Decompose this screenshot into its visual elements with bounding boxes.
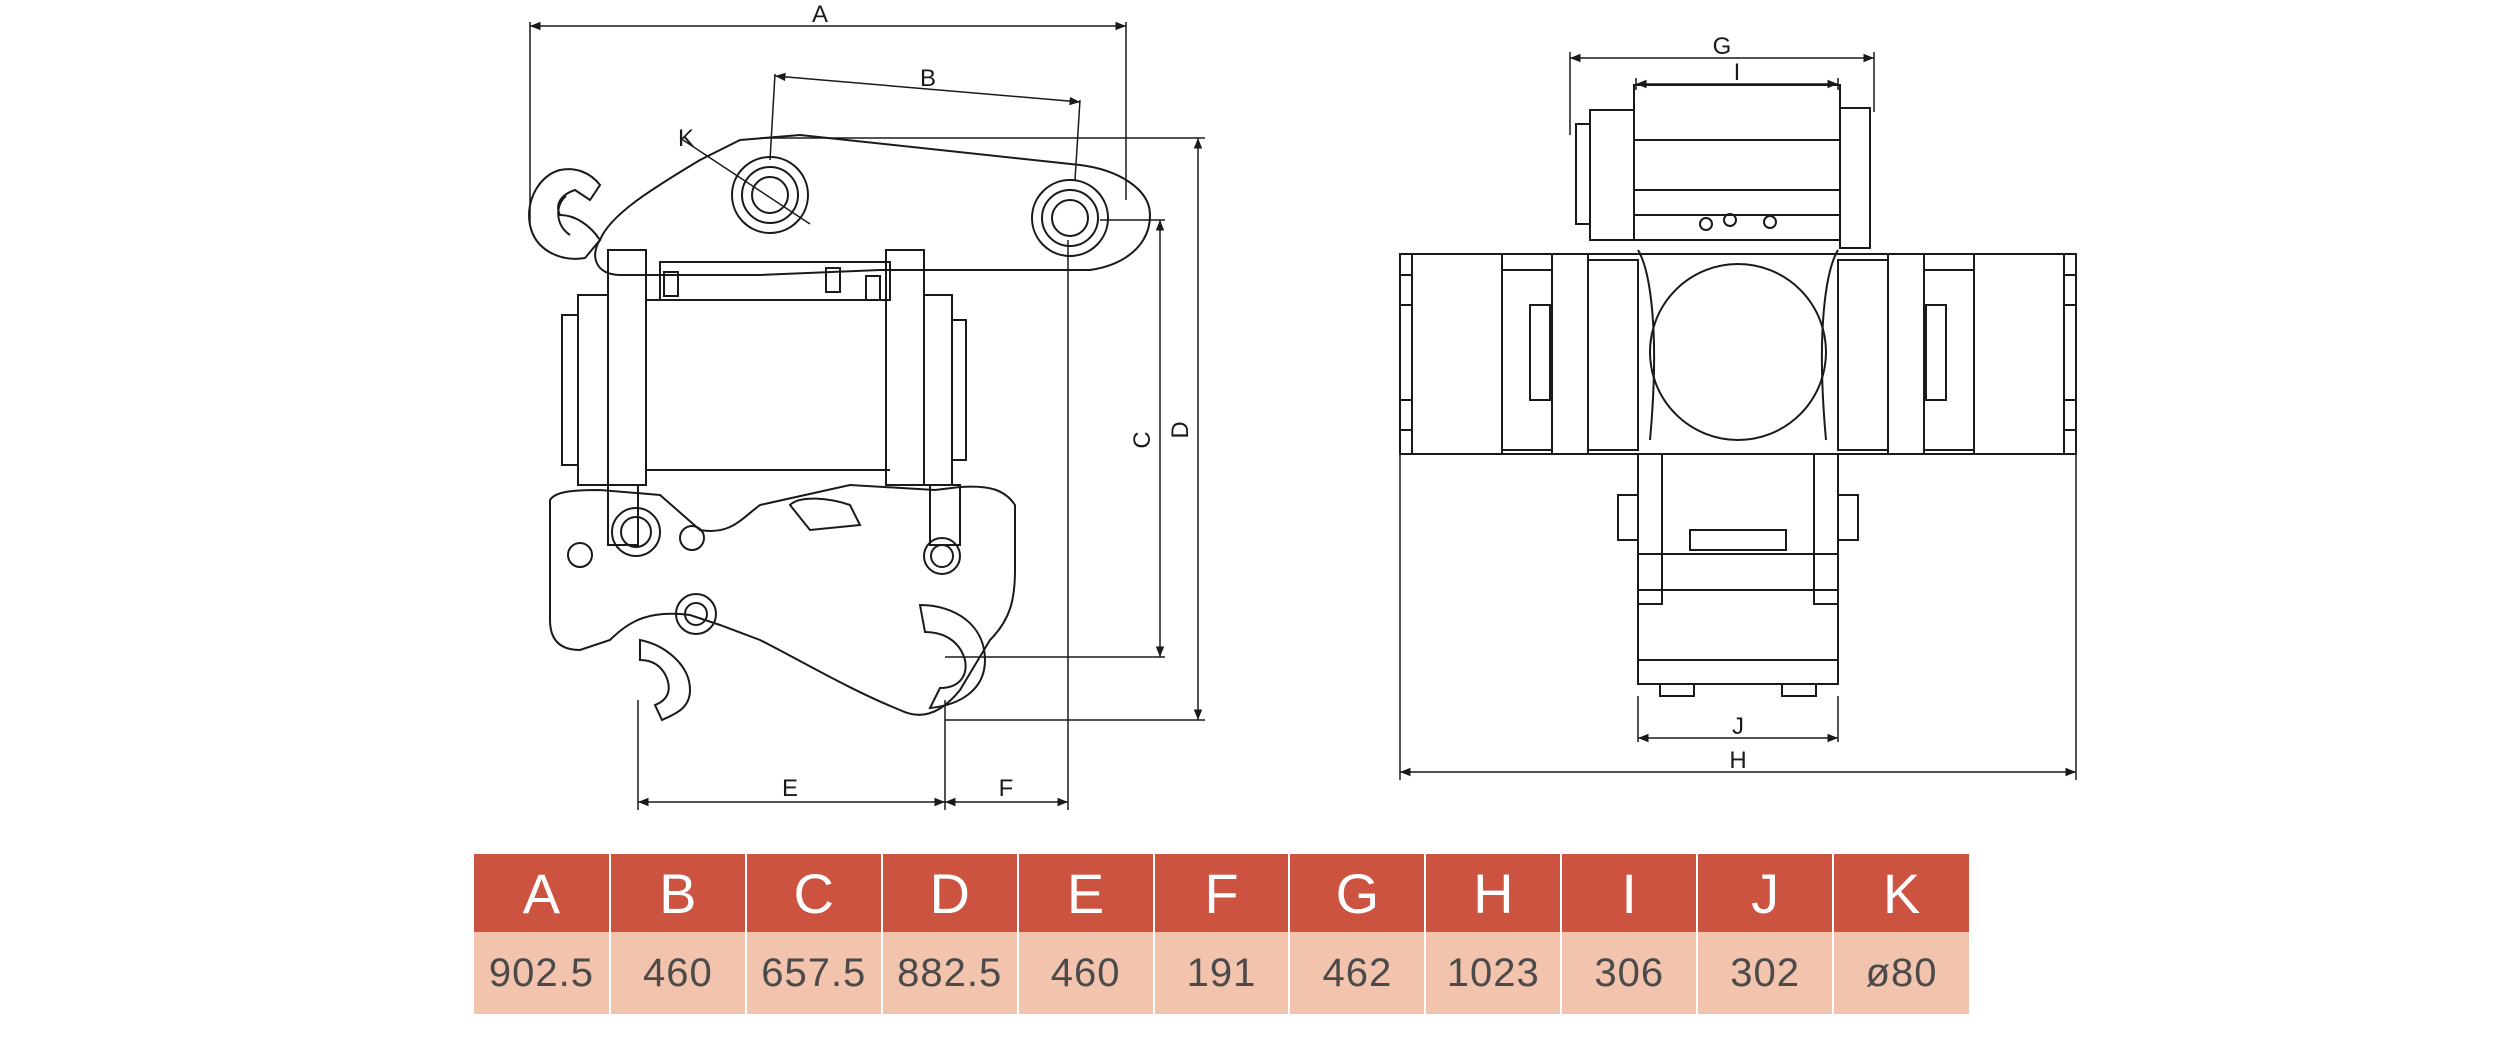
- label-g: G: [1713, 33, 1732, 60]
- center-pin: [1649, 263, 1827, 441]
- spec-header-a: A: [474, 854, 611, 932]
- label-b: B: [920, 65, 936, 92]
- spec-header-i: I: [1561, 854, 1699, 932]
- label-d: D: [1167, 421, 1194, 438]
- spec-header-h: H: [1425, 854, 1563, 932]
- spec-table: A B C D E F G H I J K 902.5 460 657.5 88…: [474, 854, 1969, 1014]
- spec-value-k: ø80: [1833, 932, 1969, 1014]
- label-j: J: [1732, 713, 1744, 740]
- dimension-labels: A B K C D E F G I J H: [678, 1, 1747, 802]
- spec-header-c: C: [745, 854, 883, 932]
- spec-header-j: J: [1697, 854, 1835, 932]
- top-hook: [528, 168, 602, 260]
- technical-drawing: A B K C D E F G I J H: [528, 1, 2077, 810]
- spec-value-d: 882.5: [881, 932, 1019, 1014]
- spec-value-c: 657.5: [745, 932, 883, 1014]
- spec-value-f: 191: [1153, 932, 1291, 1014]
- spec-header-row: A B C D E F G H I J K: [474, 854, 1969, 932]
- spec-value-j: 302: [1697, 932, 1835, 1014]
- lower-body: [549, 483, 1016, 716]
- spec-header-g: G: [1289, 854, 1427, 932]
- front-view-dimensions: [1399, 52, 2077, 780]
- top-plate: [594, 133, 1152, 276]
- spec-value-g: 462: [1289, 932, 1427, 1014]
- spec-value-b: 460: [609, 932, 747, 1014]
- side-view-dimensions: [529, 21, 1205, 810]
- spec-header-b: B: [609, 854, 747, 932]
- spec-header-e: E: [1017, 854, 1155, 932]
- label-k: K: [678, 125, 694, 152]
- label-c: C: [1129, 431, 1156, 448]
- spec-header-k: K: [1833, 854, 1969, 932]
- label-i: I: [1734, 59, 1741, 86]
- spec-value-e: 460: [1017, 932, 1155, 1014]
- label-h: H: [1729, 747, 1746, 774]
- side-view: [528, 133, 1152, 722]
- spec-value-row: 902.5 460 657.5 882.5 460 191 462 1023 3…: [474, 932, 1969, 1014]
- label-e: E: [782, 775, 798, 802]
- spec-value-a: 902.5: [474, 932, 611, 1014]
- label-f: F: [999, 775, 1014, 802]
- spec-header-d: D: [881, 854, 1019, 932]
- spec-header-f: F: [1153, 854, 1291, 932]
- front-view: [1399, 84, 2077, 697]
- spec-value-i: 306: [1561, 932, 1699, 1014]
- spec-value-h: 1023: [1425, 932, 1563, 1014]
- label-a: A: [812, 1, 828, 28]
